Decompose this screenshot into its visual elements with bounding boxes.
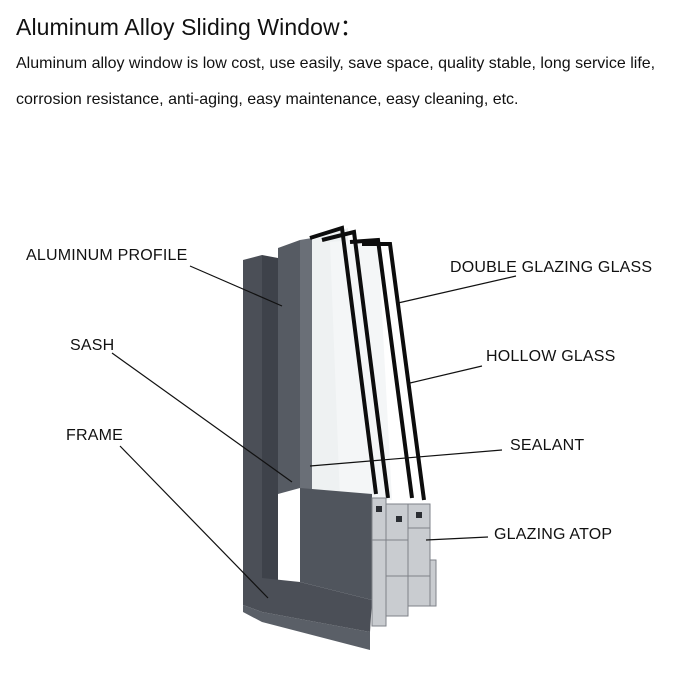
description-text: Aluminum alloy window is low cost, use e…	[16, 55, 656, 108]
leader-frame	[119, 445, 269, 599]
label-frame: FRAME	[66, 427, 123, 444]
leader-aluminum-profile	[189, 265, 283, 307]
leader-lines	[111, 265, 517, 599]
leader-glazing-atop	[425, 536, 489, 541]
glass-edge-1	[309, 225, 378, 495]
label-sash: SASH	[70, 337, 115, 354]
leader-hollow-glass	[409, 365, 483, 384]
aluminum-profile-face	[278, 240, 300, 494]
frame-bottom-top	[262, 578, 372, 632]
sash-face	[262, 255, 278, 612]
frame-section	[243, 225, 437, 650]
leader-sealant	[309, 449, 503, 467]
label-hollow-glass: HOLLOW GLASS	[486, 348, 616, 365]
glass-edge-3	[349, 237, 414, 499]
leader-sash	[111, 352, 293, 483]
extrusion-dark-accents	[376, 506, 422, 522]
sash-bottom-rail	[300, 488, 372, 600]
frame-outer-face	[243, 255, 262, 612]
glass-edge-2	[321, 229, 390, 499]
frame-bottom-face	[243, 605, 370, 650]
extrusion-profile	[371, 497, 437, 627]
label-glazing-atop: GLAZING ATOP	[494, 526, 613, 543]
glass-edge-4	[362, 242, 426, 501]
page-title: Aluminum Alloy Sliding Window：	[16, 14, 363, 40]
label-aluminum-profile: ALUMINUM PROFILE	[26, 247, 188, 264]
label-double-glazing-glass: DOUBLE GLAZING GLASS	[450, 259, 653, 276]
sash-inner-face	[300, 238, 312, 494]
label-sealant: SEALANT	[510, 437, 585, 454]
leader-double-glazing	[397, 275, 517, 304]
